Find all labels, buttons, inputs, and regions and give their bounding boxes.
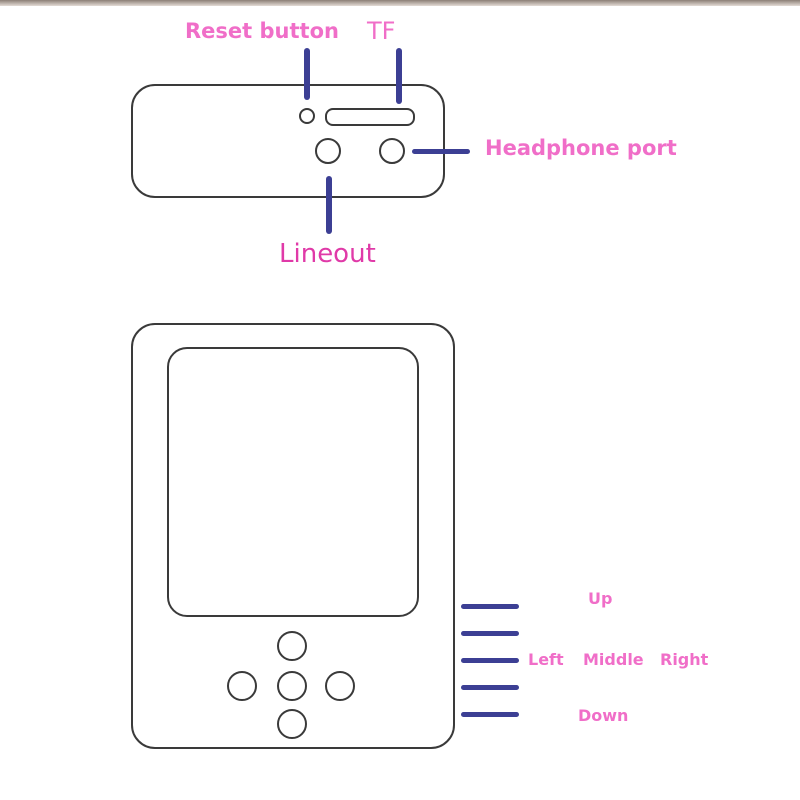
right-label: Right (660, 650, 709, 669)
right-key (325, 671, 355, 701)
lineout-jack (315, 138, 341, 164)
reset-button-label: Reset button (185, 19, 339, 43)
left-label: Left (528, 650, 564, 669)
headphone-jack (379, 138, 405, 164)
display-screen (167, 347, 419, 617)
lineout-pointer (326, 176, 332, 234)
headphone-pointer (412, 149, 470, 154)
tf-pointer (396, 48, 402, 104)
legend-bar-2 (461, 631, 519, 636)
left-key (227, 671, 257, 701)
reset-button-hole (299, 108, 315, 124)
down-legend-bar (461, 712, 519, 717)
lineout-label: Lineout (279, 239, 376, 269)
tf-label: TF (367, 17, 396, 45)
down-label: Down (578, 706, 629, 725)
up-label: Up (588, 589, 613, 608)
tf-card-slot (325, 108, 415, 126)
headphone-port-label: Headphone port (485, 136, 677, 160)
middle-key (277, 671, 307, 701)
up-key (277, 631, 307, 661)
middle-label: Middle (583, 650, 644, 669)
up-legend-bar (461, 604, 519, 609)
device-side-body (131, 84, 445, 198)
left-middle-right-legend-bar (461, 658, 519, 663)
top-edge-shadow (0, 0, 800, 6)
legend-bar-4 (461, 685, 519, 690)
reset-button-pointer (304, 48, 310, 100)
device-front-body (131, 323, 455, 749)
down-key (277, 709, 307, 739)
